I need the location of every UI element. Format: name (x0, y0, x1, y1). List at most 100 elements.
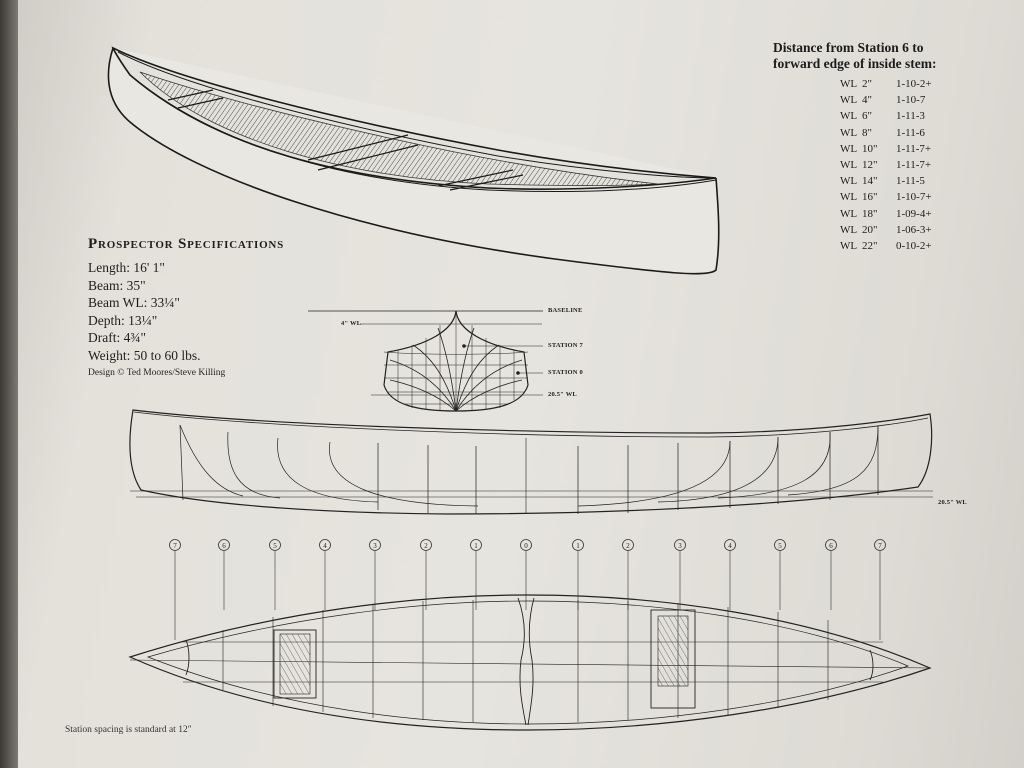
table-cell-inch: 14" (862, 175, 878, 188)
table-row: WL 10" 1-11-7+ (840, 141, 936, 157)
spec-depth: Depth: 13¼" (88, 312, 158, 328)
table-cell-wl: WL (840, 159, 858, 172)
table-cell-dist: 1-11-6 (896, 126, 925, 139)
table-cell-inch: 20" (862, 223, 878, 236)
table-cell-wl: WL (840, 175, 858, 188)
body-plan (308, 310, 543, 412)
station-circle (874, 539, 886, 551)
station-spacing-note: Station spacing is standard at 12" (65, 725, 192, 735)
plan-view (128, 594, 932, 731)
table-cell-inch: 4" (862, 94, 872, 107)
station-number: 6 (829, 542, 833, 550)
table-cell-dist: 1-06-3+ (896, 223, 932, 236)
table-cell-inch: 16" (862, 191, 878, 204)
table-cell-dist: 1-11-7+ (896, 159, 932, 172)
station-circle (218, 539, 230, 551)
table-cell-inch: 6" (862, 110, 872, 123)
station-number: 7 (173, 542, 177, 550)
table-cell-wl: WL (840, 78, 858, 90)
spec-beam-wl: Beam WL: 33¼" (88, 295, 180, 310)
table-row: WL 6" 1-11-3 (840, 108, 936, 124)
station-circle (420, 539, 432, 551)
station0-label: STATION 0 (548, 369, 583, 376)
station-circle (724, 539, 736, 551)
table-cell-inch: 10" (862, 142, 878, 155)
table-row: WL 14" 1-11-5 (840, 173, 936, 189)
design-credit: Design © Ted Moores/Steve Killing (88, 368, 226, 378)
table-cell-inch: 8" (862, 126, 872, 139)
table-cell-wl: WL (840, 223, 858, 236)
table-cell-dist: 1-10-2+ (896, 78, 932, 90)
station-number: 5 (778, 542, 782, 550)
table-cell-wl: WL (840, 240, 858, 253)
table-cell-inch: 18" (862, 207, 878, 220)
table-row: WL 12" 1-11-7+ (840, 157, 936, 173)
table-row: WL 16" 1-10-7+ (840, 189, 936, 205)
station-number: 2 (626, 542, 630, 550)
station-circle (319, 539, 331, 551)
perspective-canoe (107, 46, 720, 275)
table-cell-dist: 1-10-7+ (896, 191, 932, 204)
station-number: 4 (323, 542, 327, 550)
station-circle (520, 539, 532, 551)
table-title-line1: Distance from Station 6 to (773, 40, 924, 55)
station-number: 7 (878, 542, 882, 550)
wl4-label: 4" WL (341, 320, 362, 327)
table-cell-dist: 1-10-7 (896, 94, 926, 107)
spec-length: Length: 16' 1" (88, 260, 165, 275)
table-cell-dist: 1-11-5 (896, 175, 925, 188)
table-cell-inch: 22" (862, 240, 878, 253)
table-row: WL 2" 1-10-2+ (840, 76, 936, 92)
station-number: 1 (576, 542, 580, 550)
prospector-specifications: Prospector Specifications Length: 16' 1"… (88, 236, 284, 378)
station-circle (269, 539, 281, 551)
station-number: 1 (474, 542, 478, 550)
table-cell-inch: 12" (862, 159, 878, 172)
station-number: 3 (678, 542, 682, 550)
stem-distance-table: Distance from Station 6 to forward edge … (773, 40, 936, 254)
table-row: WL 20" 1-06-3+ (840, 222, 936, 238)
station-number: 5 (273, 542, 277, 550)
station-number: 2 (424, 542, 428, 550)
table-cell-wl: WL (840, 110, 858, 123)
station-number: 0 (524, 542, 528, 550)
table-cell-inch: 2" (862, 78, 872, 90)
book-binding (0, 0, 22, 768)
station-circle (169, 539, 181, 551)
table-row: WL 18" 1-09-4+ (840, 206, 936, 222)
station-number: 3 (373, 542, 377, 550)
profile-wl-label: 20.5" WL (938, 499, 967, 506)
station-circle (825, 539, 837, 551)
table-cell-dist: 0-10-2+ (896, 240, 932, 253)
table-cell-dist: 1-11-7+ (896, 142, 932, 155)
table-cell-dist: 1-11-3 (896, 110, 925, 123)
spec-beam: Beam: 35" (88, 277, 146, 293)
baseline-label: BASELINE (548, 307, 583, 314)
station-circle (674, 539, 686, 551)
table-cell-wl: WL (840, 191, 858, 204)
table-row: WL 8" 1-11-6 (840, 125, 936, 141)
table-cell-dist: 1-09-4+ (896, 207, 932, 220)
station7-label: STATION 7 (548, 342, 583, 349)
table-row: WL 22" 0-10-2+ (840, 238, 936, 254)
station-number: 4 (728, 542, 732, 550)
table-cell-wl: WL (840, 207, 858, 220)
station-circle (774, 539, 786, 551)
station-circle (572, 539, 584, 551)
table-cell-wl: WL (840, 94, 858, 107)
station-circle (622, 539, 634, 551)
station-circle (369, 539, 381, 551)
table-row: WL 4" 1-10-7 (840, 92, 936, 108)
profile-view (129, 409, 933, 515)
spec-draft: Draft: 4¾" (88, 330, 146, 345)
table-cell-wl: WL (840, 126, 858, 139)
wl205-label: 20.5" WL (548, 391, 577, 398)
spec-weight: Weight: 50 to 60 lbs. (88, 347, 201, 363)
specs-title: Prospector Specifications (88, 236, 285, 252)
table-title-line2: forward edge of inside stem: (773, 56, 937, 71)
table-cell-wl: WL (840, 142, 858, 155)
station-circle (470, 539, 482, 551)
